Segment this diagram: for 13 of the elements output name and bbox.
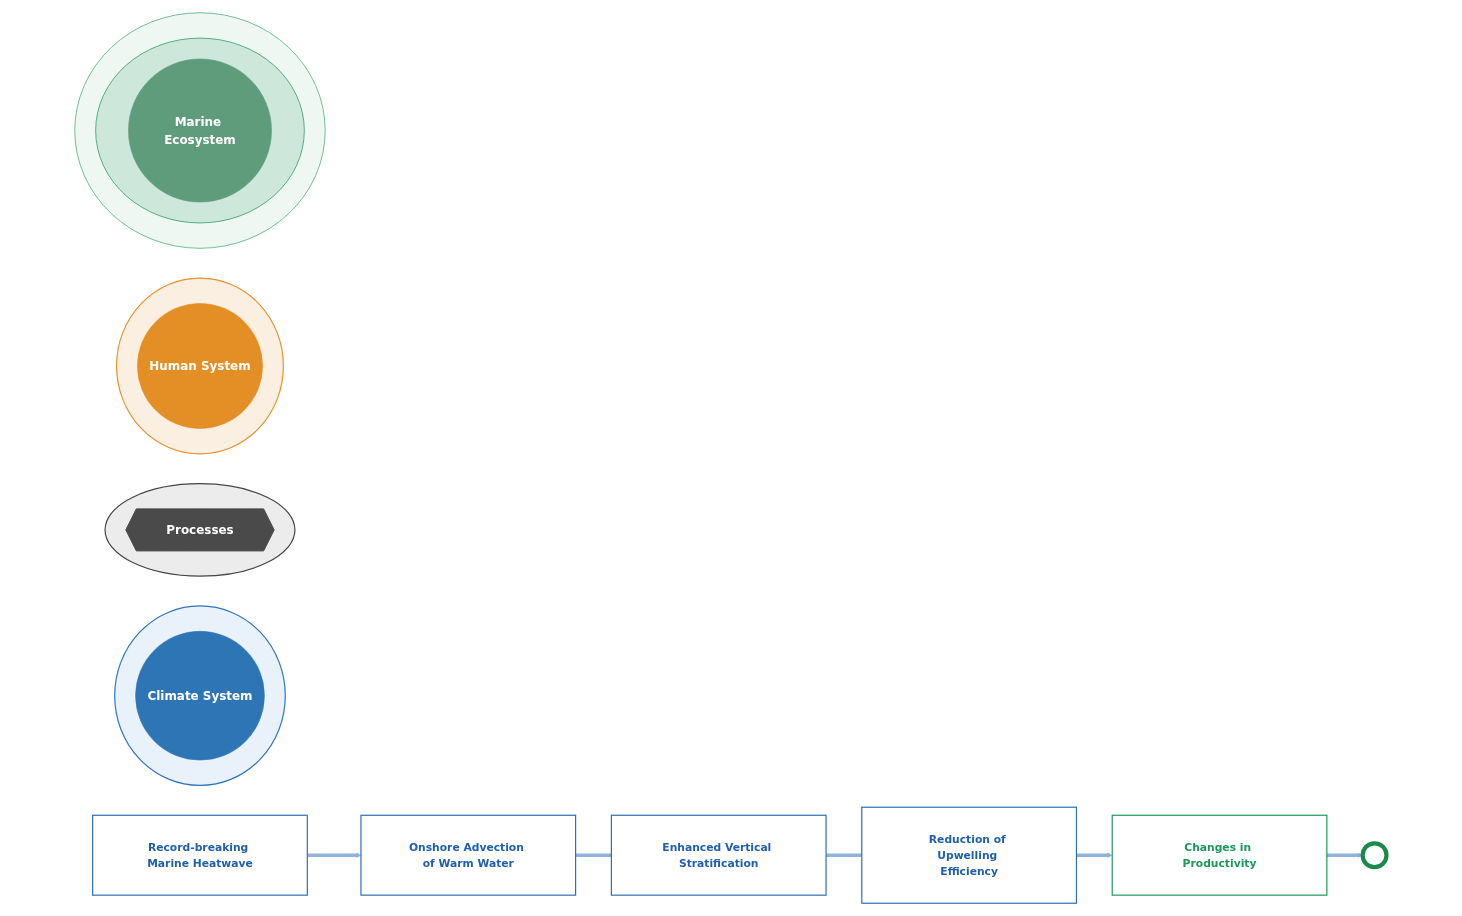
arrow: [307, 852, 362, 858]
node-circle: [1360, 841, 1389, 870]
node-box: Onshore Advection of Warm Water: [360, 814, 577, 896]
connector: [826, 853, 863, 857]
connector: [575, 853, 612, 857]
arrow: [1076, 852, 1113, 858]
node-box: Record-breaking Marine Heatwave: [92, 814, 309, 896]
node-box: Reduction of Upwelling Efficiency: [861, 806, 1078, 904]
node-circle: Human System: [137, 303, 264, 429]
node-box: Changes in Productivity: [1112, 814, 1328, 896]
node-box: Enhanced Vertical Stratification: [611, 814, 827, 896]
node-circle: Climate System: [135, 630, 266, 761]
node-circle: Marine Ecosystem: [128, 58, 273, 203]
